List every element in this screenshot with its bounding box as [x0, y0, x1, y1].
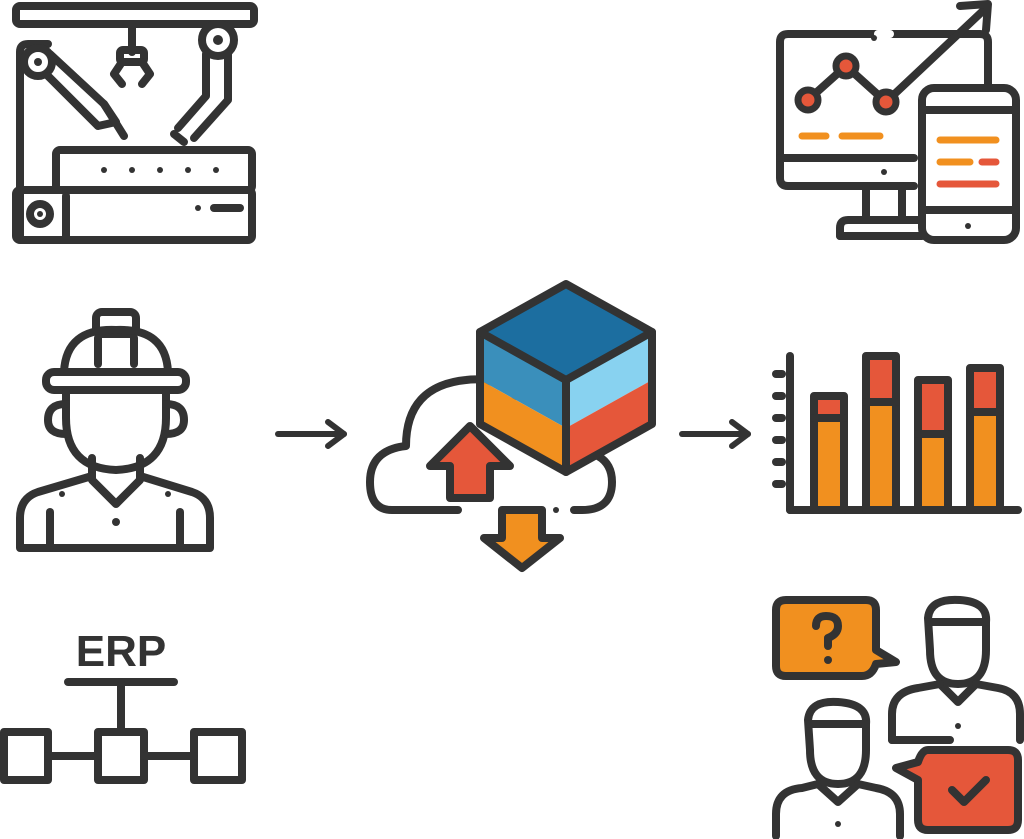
arrow-right-icon: [274, 418, 350, 450]
bar-chart-icon: [770, 350, 1024, 520]
monitor-mobile-analytics-icon: [774, 0, 1024, 248]
cloud-cube-sync-icon: [366, 276, 662, 572]
arrow-right-icon: [678, 418, 754, 450]
robotic-assembly-line-icon: [8, 0, 260, 248]
erp-label: ERP: [76, 627, 166, 676]
people-conversation-icon: [772, 592, 1024, 839]
erp-hierarchy-icon: ERP: [0, 620, 250, 796]
worker-hardhat-icon: [12, 308, 218, 554]
